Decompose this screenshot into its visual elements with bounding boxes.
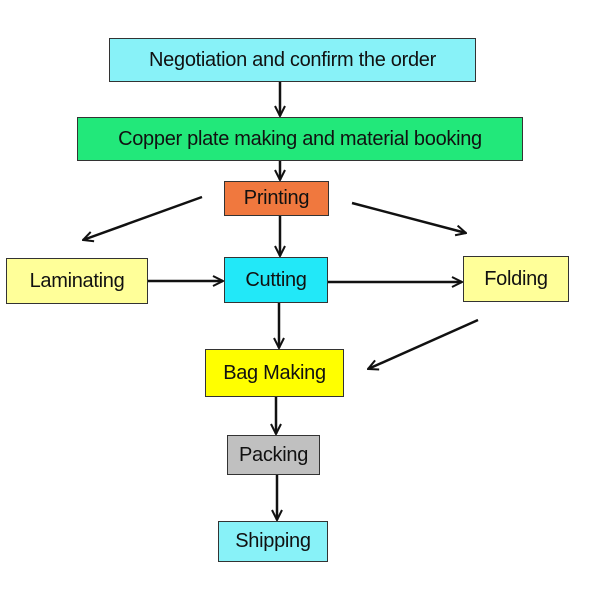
- node-label: Bag Making: [223, 361, 326, 384]
- node-label: Folding: [484, 267, 548, 290]
- node-shipping: Shipping: [218, 521, 328, 562]
- node-label: Cutting: [245, 268, 307, 291]
- node-folding: Folding: [463, 256, 569, 302]
- node-label: Negotiation and confirm the order: [149, 48, 436, 71]
- node-label: Shipping: [235, 530, 311, 552]
- node-packing: Packing: [227, 435, 320, 475]
- node-negotiation: Negotiation and confirm the order: [109, 38, 476, 82]
- arrow-folding-to-bag-making: [368, 318, 479, 369]
- node-copper-plate: Copper plate making and material booking: [77, 117, 523, 161]
- arrow-printing-to-folding: [351, 201, 466, 233]
- node-label: Copper plate making and material booking: [118, 127, 482, 150]
- node-cutting: Cutting: [224, 257, 328, 303]
- node-laminating: Laminating: [6, 258, 148, 304]
- node-bag-making: Bag Making: [205, 349, 344, 397]
- node-printing: Printing: [224, 181, 329, 216]
- arrow-printing-to-laminating: [83, 195, 203, 240]
- node-label: Packing: [238, 443, 309, 466]
- node-label: Laminating: [29, 269, 125, 292]
- node-label: Printing: [243, 187, 310, 209]
